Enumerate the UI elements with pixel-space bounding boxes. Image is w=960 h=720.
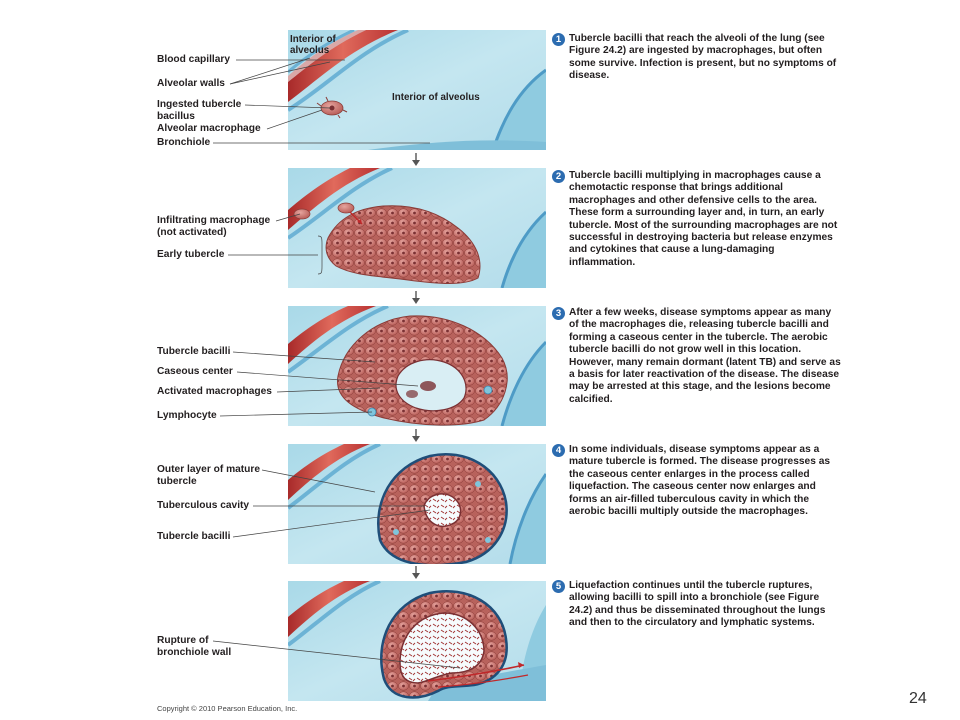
label-caseous-center: Caseous center [157, 366, 233, 377]
label-outer-layer-mature-tubercle: Outer layer of mature tubercle [157, 464, 261, 487]
flow-arrow-down-icon [412, 566, 420, 579]
label-alveolar-macrophage: Alveolar macrophage [157, 123, 261, 134]
flow-arrow-down-icon [412, 291, 420, 304]
step-5: 5 Liquefaction continues until the tuber… [552, 580, 843, 630]
step-number-badge: 2 [552, 170, 565, 183]
panel-2-early-tubercle [288, 168, 546, 288]
label-tubercle-bacilli-4: Tubercle bacilli [157, 531, 231, 542]
label-ingested-tubercle-bacillus: Ingested tubercle bacillus [157, 99, 242, 122]
infiltrating-macrophage-icon [293, 202, 363, 225]
spilled-bacilli-arrow-icon [427, 662, 529, 688]
label-infiltrating-macrophage: Infiltrating macrophage (not activated) [157, 215, 271, 238]
step-number-badge: 1 [552, 33, 565, 46]
label-lymphocyte: Lymphocyte [157, 410, 217, 421]
panel-2-illustration [288, 168, 546, 288]
panel-3-illustration [288, 306, 546, 426]
panel-5-illustration [288, 581, 546, 701]
label-tubercle-bacilli-3: Tubercle bacilli [157, 346, 231, 357]
step-number-badge: 3 [552, 307, 565, 320]
step-text: In some individuals, disease symptoms ap… [569, 444, 831, 518]
step-number-badge: 5 [552, 580, 565, 593]
panel-1-illustration [288, 30, 546, 150]
early-tubercle-cluster-icon [325, 205, 481, 284]
copyright-notice: Copyright © 2010 Pearson Education, Inc. [157, 704, 298, 713]
label-blood-capillary: Blood capillary [157, 54, 231, 65]
step-1: 1 Tubercle bacilli that reach the alveol… [552, 33, 843, 83]
panel-4-tuberculous-cavity [288, 444, 546, 564]
interior-of-alveolus-top-label: Interior of alveolus [290, 34, 336, 56]
ruptured-tubercle-icon [380, 590, 508, 699]
step-3: 3 After a few weeks, disease symptoms ap… [552, 307, 843, 406]
label-tuberculous-cavity: Tuberculous cavity [157, 500, 250, 511]
label-activated-macrophages: Activated macrophages [157, 386, 272, 397]
step-text: Liquefaction continues until the tubercl… [569, 580, 826, 629]
page-number: 24 [909, 690, 927, 707]
step-text: After a few weeks, disease symptoms appe… [569, 307, 841, 405]
tuberculous-cavity-icon [423, 493, 462, 527]
caseous-center-icon [395, 359, 467, 412]
step-text: Tubercle bacilli that reach the alveoli … [569, 33, 837, 82]
lymphocyte-icon [367, 385, 493, 417]
panel-1-alveolus: Interior of alveolus Interior of alveolu… [288, 30, 546, 150]
interior-of-alveolus-label: Interior of alveolus [392, 92, 480, 103]
panel-5-rupture [288, 581, 546, 701]
label-alveolar-walls: Alveolar walls [157, 78, 225, 89]
panel-4-illustration [288, 444, 546, 564]
label-bronchiole: Bronchiole [157, 137, 211, 148]
label-rupture-bronchiole-wall: Rupture of bronchiole wall [157, 635, 232, 658]
flow-arrow-down-icon [412, 153, 420, 166]
label-early-tubercle: Early tubercle [157, 249, 225, 260]
step-4: 4 In some individuals, disease symptoms … [552, 444, 843, 518]
step-2: 2 Tubercle bacilli multiplying in macrop… [552, 170, 843, 269]
panel-3-caseous-center [288, 306, 546, 426]
step-text: Tubercle bacilli multiplying in macropha… [569, 170, 838, 268]
step-number-badge: 4 [552, 444, 565, 457]
flow-arrow-down-icon [412, 429, 420, 442]
